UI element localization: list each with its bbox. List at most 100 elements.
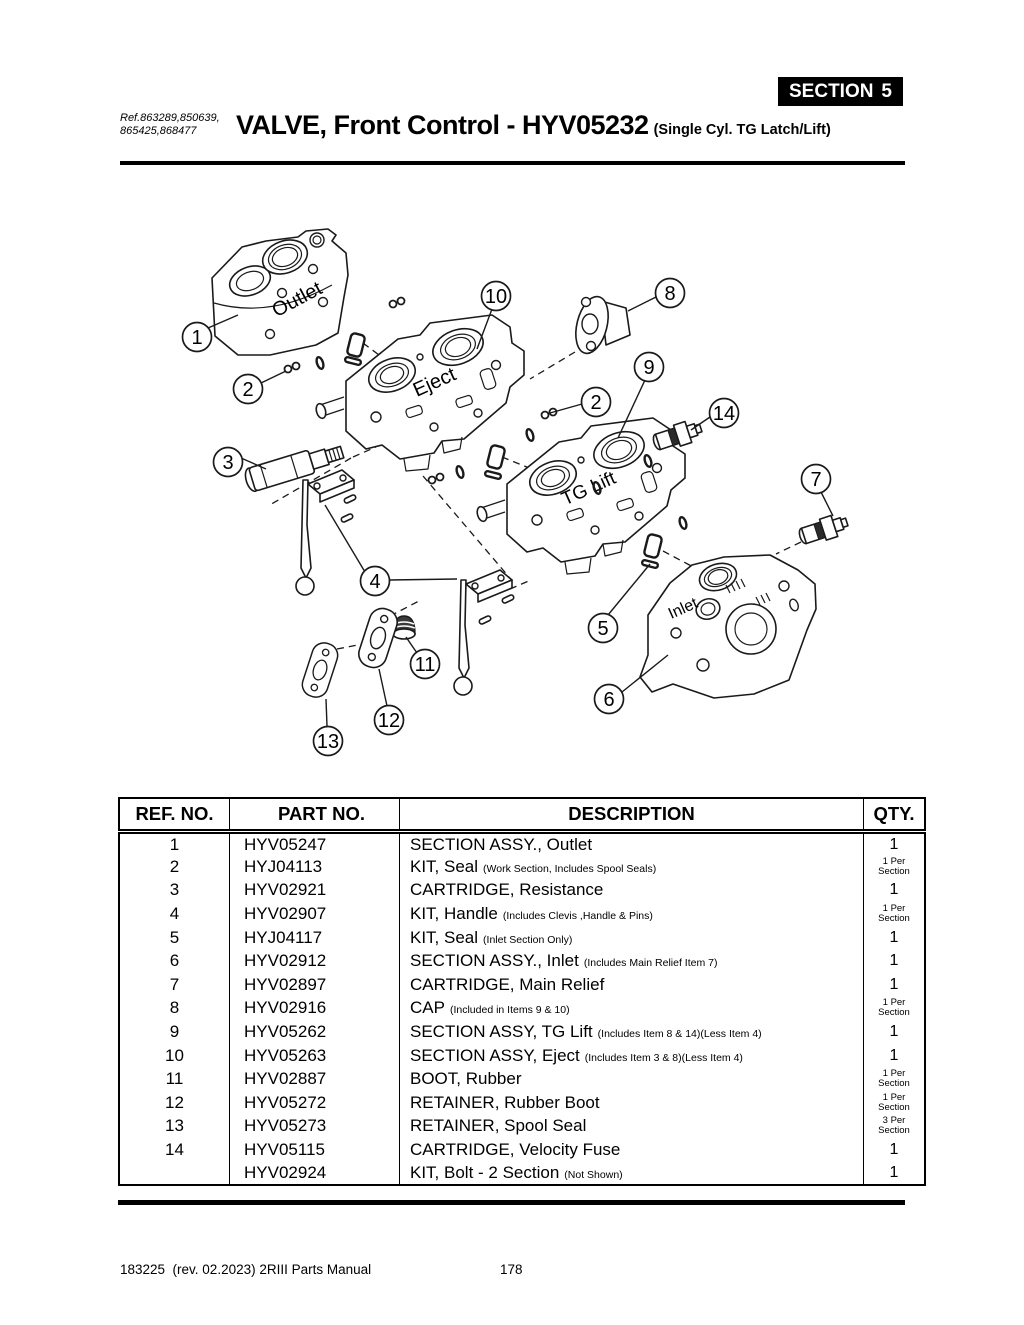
qty-cell: 1 — [863, 831, 926, 856]
cap-drawing — [575, 295, 631, 355]
description-note: (Not Shown) — [564, 1169, 623, 1182]
qty-text: 1 — [889, 1164, 899, 1182]
qty-header: QTY. — [863, 797, 926, 834]
eject-section-drawing: Eject — [313, 314, 525, 472]
svg-text:6: 6 — [603, 689, 614, 711]
parts-table-row: 4 HYV02907 KIT, Handle(Includes Clevis ,… — [118, 902, 926, 926]
callout-12: 12 — [373, 704, 405, 736]
svg-text:3: 3 — [222, 452, 233, 474]
section-badge: SECTION 5 — [778, 77, 903, 106]
ref-note: Ref.863289,850639, 865425,868477 — [120, 112, 220, 138]
description-text: SECTION ASSY., Inlet — [410, 951, 579, 971]
page-title-main: VALVE, Front Control - HYV05232 — [236, 110, 649, 140]
description-note: (Includes Main Relief Item 7) — [583, 957, 718, 970]
qty-cell: 1 — [863, 1043, 926, 1068]
part-no-cell: HYV05262 — [229, 1020, 400, 1044]
part-no-cell: HYV05263 — [229, 1043, 400, 1068]
qty-text: 1 — [889, 881, 899, 899]
callout-10: 10 — [480, 280, 512, 312]
svg-text:10: 10 — [485, 286, 507, 308]
callout-9: 9 — [633, 351, 665, 383]
qty-cell: 1 — [863, 1138, 926, 1162]
parts-table-row: 6 HYV02912 SECTION ASSY., Inlet (Includes… — [118, 949, 926, 974]
part-no-cell: HYV02912 — [229, 949, 400, 974]
qty-cell: 1 — [863, 1161, 926, 1186]
qty-text: Section — [878, 1007, 910, 1019]
qty-text: 1 — [889, 975, 899, 993]
part-no-cell: HYV02907 — [229, 902, 400, 926]
part-no-cell: HYV05272 — [229, 1091, 400, 1115]
part-no-cell: HYV02924 — [229, 1161, 400, 1186]
ref-no-cell: 6 — [118, 949, 230, 974]
description-text: CARTRIDGE, Main Relief — [410, 974, 605, 994]
qty-cell: 1 — [863, 1020, 926, 1044]
qty-text: 1 — [889, 1141, 899, 1159]
spool-seal-retainer-drawing — [298, 639, 342, 701]
callout-6: 6 — [593, 683, 625, 715]
qty-text: Section — [878, 1101, 910, 1113]
qty-text: 1 — [889, 952, 899, 970]
svg-text:7: 7 — [810, 469, 821, 491]
parts-table-row: 7 HYV02897 CARTRIDGE, Main Relief 1 — [118, 973, 926, 997]
tg-lift-section-drawing: TG Lift — [474, 417, 686, 575]
resistance-cartridge-drawing — [244, 445, 345, 493]
qty-cell: 1 — [863, 878, 926, 903]
parts-table-row: 10 HYV05263 SECTION ASSY, Eject(Includes… — [118, 1043, 926, 1068]
description-note: (Includes Item 8 & 14)(Less Item 4) — [597, 1028, 762, 1041]
part-no-cell: HYV05273 — [229, 1114, 400, 1139]
seal-kit-drawing — [283, 296, 688, 570]
page-title-suffix: (Single Cyl. TG Latch/Lift) — [653, 122, 831, 138]
qty-text: Section — [878, 913, 910, 925]
svg-text:14: 14 — [713, 403, 735, 425]
description-cell: CARTRIDGE, Resistance — [399, 878, 864, 903]
description-note: (Includes Item 3 & 8)(Less Item 4) — [584, 1051, 743, 1064]
ref-no-cell: 11 — [118, 1067, 230, 1092]
part-no-cell: HYV02916 — [229, 996, 400, 1021]
qty-cell: 1 — [863, 925, 926, 950]
description-text: SECTION ASSY., Outlet — [410, 834, 593, 854]
header-rule — [120, 161, 905, 165]
parts-table-row: 8 HYV02916 CAP(Included in Items 9 & 10)… — [118, 996, 926, 1021]
description-cell: BOOT, Rubber — [399, 1067, 864, 1092]
boot-retainer-drawing — [354, 604, 402, 672]
page-title: VALVE, Front Control - HYV05232 (Single … — [236, 110, 831, 141]
callout-3: 3 — [212, 446, 244, 478]
ref-no-cell — [118, 1161, 230, 1186]
parts-table-header-row: REF. NO. PART NO. DESCRIPTION QTY. — [118, 797, 926, 834]
qty-text: 1 Per — [882, 1068, 906, 1080]
description-cell: CAP(Included in Items 9 & 10) — [399, 996, 864, 1021]
svg-text:12: 12 — [378, 710, 400, 732]
description-note: (Includes Clevis ,Handle & Pins) — [502, 910, 653, 923]
svg-text:9: 9 — [643, 357, 654, 379]
part-no-header: PART NO. — [229, 797, 400, 834]
description-text: RETAINER, Rubber Boot — [410, 1092, 600, 1112]
parts-table-row: 3 HYV02921 CARTRIDGE, Resistance 1 — [118, 878, 926, 903]
description-note: (Inlet Section Only) — [483, 933, 573, 946]
ref-note-line1: Ref.863289,850639, — [120, 112, 220, 124]
callout-2: 2 — [232, 373, 264, 405]
ref-no-cell: 2 — [118, 855, 230, 879]
parts-table-row: 9 HYV05262 SECTION ASSY, TG Lift(Include… — [118, 1020, 926, 1044]
main-relief-drawing — [795, 510, 851, 549]
callout-leader-lines — [207, 296, 834, 727]
parts-table-row: 1 HYV05247 SECTION ASSY., Outlet 1 — [118, 831, 926, 856]
svg-text:11: 11 — [415, 654, 436, 676]
handle-kit-drawing — [295, 469, 515, 696]
description-text: SECTION ASSY, Eject — [410, 1045, 580, 1065]
description-cell: RETAINER, Spool Seal — [399, 1114, 864, 1139]
qty-text: 1 Per — [882, 997, 906, 1009]
svg-text:2: 2 — [242, 379, 253, 401]
ref-no-cell: 5 — [118, 925, 230, 950]
qty-text: Section — [878, 1125, 910, 1137]
svg-text:13: 13 — [317, 731, 339, 753]
description-cell: SECTION ASSY., Inlet (Includes Main Relie… — [399, 949, 864, 974]
qty-text: 1 — [889, 928, 899, 946]
parts-table-row: 5 HYJ04117 KIT, Seal(Inlet Section Only)… — [118, 925, 926, 950]
qty-text: 1 — [889, 835, 899, 853]
description-cell: CARTRIDGE, Velocity Fuse — [399, 1138, 864, 1162]
description-cell: CARTRIDGE, Main Relief — [399, 973, 864, 997]
